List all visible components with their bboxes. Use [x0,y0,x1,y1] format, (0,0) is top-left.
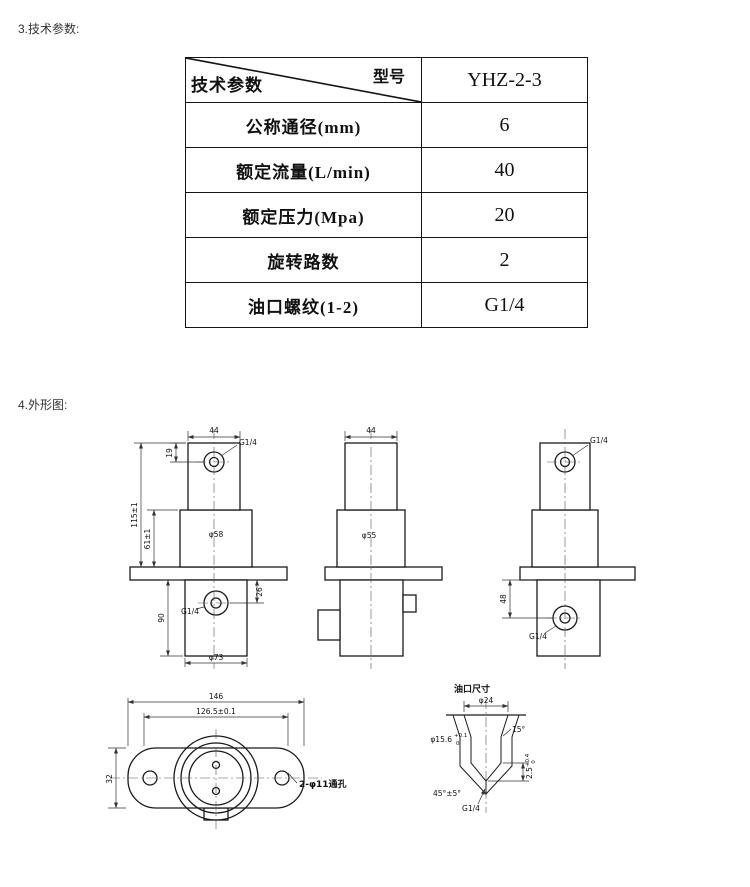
corner-diagonal-line [186,58,421,102]
front-dim-61: 61±1 [143,528,152,549]
view-side: 44 φ55 [317,426,443,669]
spec-table: 型号 技术参数 YHZ-2-3 公称通径(mm) 6 额定流量(L/min) 4… [185,57,588,328]
port-dia-156-tol-up: +0.1 [454,733,467,739]
front-dim-19: 19 [165,448,174,458]
param-value-cell: 20 [421,192,588,238]
port-angle-15: 15° [512,725,526,734]
side-block [339,579,404,657]
view-front: 44 G1/4 19 φ58 26 G1/4 90 61±1 115±1 φ73 [129,426,288,669]
outline-drawing: 44 G1/4 19 φ58 26 G1/4 90 61±1 115±1 φ73 [105,426,636,831]
bottom-dim-1265: 126.5±0.1 [196,707,236,716]
front-dim-44: 44 [209,426,219,435]
param-name-cell: 额定压力(Mpa) [185,192,422,238]
corner-param-label: 技术参数 [191,76,263,95]
bottom-dim-32: 32 [105,774,114,784]
front-dim-90: 90 [157,613,166,623]
port-section-right [485,714,520,796]
side-dia-55: φ55 [362,531,377,540]
front-body [179,509,253,568]
port-dim-25: 2.5+0.40 [525,753,537,779]
port-detail-title: 油口尺寸 [454,683,490,695]
param-name-cell: 公称通径(mm) [185,102,422,148]
table-header-row: 型号 技术参数 YHZ-2-3 [185,57,588,103]
side-right-boss [402,594,417,613]
side-flange [324,566,443,581]
front-top-port-label: G1/4 [239,438,257,447]
param-value-cell: 40 [421,147,588,193]
bottom-holes-label: 2-φ11通孔 [299,778,347,790]
table-row: 公称通径(mm) 6 [185,102,588,148]
section-4-label: 4.外形图: [18,398,68,412]
front-side-port-label: G1/4 [181,607,199,616]
param-value-cell: 6 [421,102,588,148]
table-row: 额定流量(L/min) 40 [185,147,588,193]
model-header-cell: YHZ-2-3 [421,57,588,103]
section-3-label: 3.技术参数: [18,22,80,36]
front-block [184,579,248,657]
table-corner-cell: 型号 技术参数 [185,57,422,103]
table-row: 旋转路数 2 [185,237,588,283]
param-value-cell: G1/4 [421,282,588,328]
param-name-cell: 额定流量(L/min) [185,147,422,193]
rear-side-port-label: G1/4 [529,632,547,641]
side-dim-44: 44 [366,426,376,435]
front-dia-73: φ73 [209,653,224,662]
param-name-cell: 旋转路数 [185,237,422,283]
port-dia-156-tol-dn: 0 [456,741,460,747]
front-flange [129,566,288,581]
front-dim-26: 26 [255,587,264,597]
rear-dim-48: 48 [499,594,508,604]
table-row: 额定压力(Mpa) 20 [185,192,588,238]
front-dim-115: 115±1 [130,502,139,528]
side-port-boss [317,609,341,641]
rear-flange [519,566,636,581]
port-dia-24: φ24 [479,696,494,705]
bottom-dim-146: 146 [209,692,224,701]
port-dia-156: φ15.6 [430,735,452,744]
front-dia-58: φ58 [209,530,224,539]
corner-model-label: 型号 [372,69,405,86]
param-value-cell: 2 [421,237,588,283]
port-thread-label: G1/4 [462,804,480,813]
rear-top-port-label: G1/4 [590,436,608,445]
param-name-cell: 油口螺纹(1-2) [185,282,422,328]
table-row: 油口螺纹(1-2) G1/4 [185,282,588,328]
port-angle-45: 45°±5° [433,789,461,798]
port-detail: 油口尺寸 φ24 φ15.6 +0.1 0 15° 2.5+0.40 45°±5… [430,683,537,813]
view-rear: G1/4 G1/4 48 [499,429,636,669]
view-bottom: 146 126.5±0.1 32 2-φ11通孔 [105,692,347,831]
port-section-left [452,714,487,796]
